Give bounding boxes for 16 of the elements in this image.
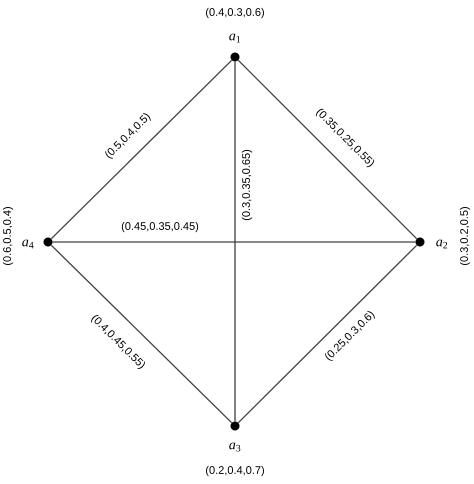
- edge-line: [50, 60, 232, 240]
- edge-line: [52, 241, 416, 243]
- edge-line: [238, 60, 418, 240]
- vertex-label: a$_{4}$: [22, 240, 34, 248]
- vertex-label: a$_{1}$: [229, 34, 240, 42]
- edge-line: [50, 244, 232, 424]
- vertex-value: (0.3,0.2,0.5): [460, 207, 470, 265]
- edge-label: (0.3,0.35,0.65): [240, 148, 254, 222]
- edge-label: (0.45,0.35,0.45): [120, 220, 200, 234]
- vertex-label: a$_{2}$: [436, 240, 448, 248]
- edge-line: [238, 244, 418, 424]
- vertex-value: (0.2,0.4,0.7): [206, 466, 264, 476]
- vertex-value: (0.4,0.3,0.6): [206, 8, 264, 18]
- vertex-value: (0.6,0.5,0.4): [2, 207, 14, 265]
- edge-line: [234, 62, 236, 422]
- vertex-label: a$_{3}$: [229, 442, 240, 452]
